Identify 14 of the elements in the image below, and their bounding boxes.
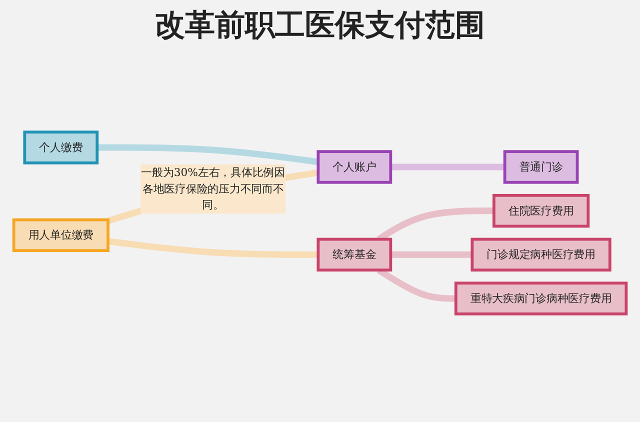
node-box: 用人单位缴费 [12, 218, 110, 252]
edge-label: 一般为30%左右，具体比例因各地医疗保险的压力不同而不同。 [141, 166, 285, 212]
node-box: 个人缴费 [23, 130, 99, 164]
connector [108, 238, 318, 258]
connector [97, 144, 319, 166]
node-box: 统筹基金 [316, 238, 392, 272]
node-box: 个人账户 [316, 150, 392, 184]
title: 改革前职工医保支付范围 [155, 8, 485, 44]
node-box: 重特大疾病门诊病种医疗费用 [454, 282, 628, 316]
node-box: 门诊规定病种医疗费用 [470, 238, 612, 272]
connector [390, 164, 505, 170]
node-box: 普通门诊 [503, 150, 579, 184]
node-box: 住院医疗费用 [492, 194, 590, 228]
connector [390, 251, 472, 258]
